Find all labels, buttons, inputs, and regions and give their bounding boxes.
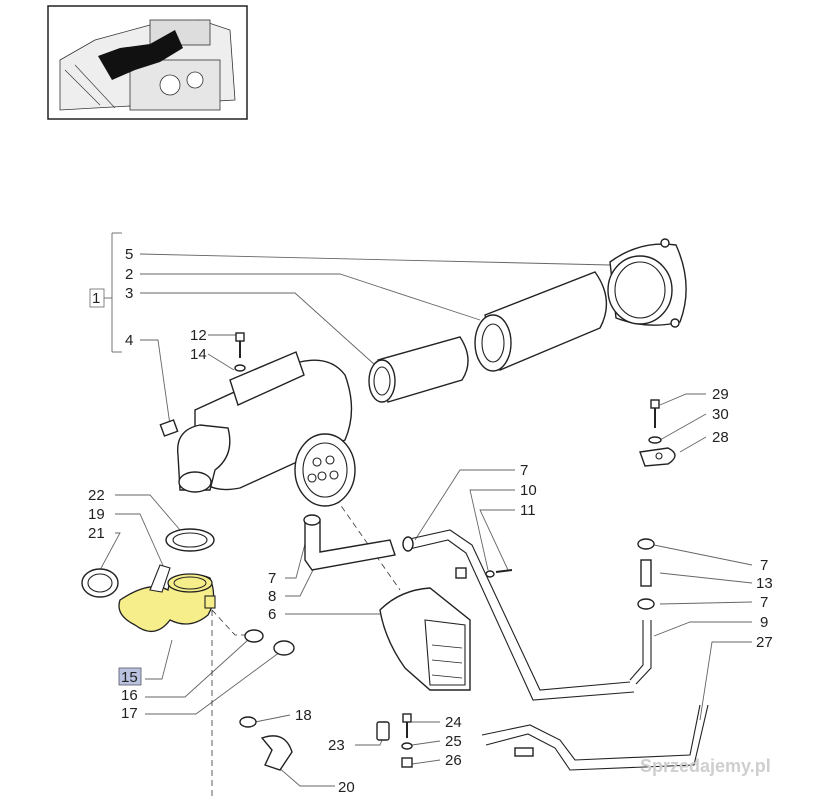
clamp-22 — [165, 528, 215, 552]
callout-27: 27 — [756, 634, 773, 651]
callout-7-c: 7 — [760, 557, 768, 574]
callout-20: 20 — [338, 779, 355, 796]
clamp-21 — [81, 568, 119, 598]
callout-5: 5 — [125, 246, 133, 263]
dust-duct — [379, 587, 471, 691]
leader-lines — [99, 253, 753, 787]
hose-8 — [303, 514, 396, 571]
callout-13: 13 — [756, 575, 773, 592]
callout-15: 15 — [121, 669, 138, 686]
outer-cap — [607, 238, 687, 328]
callout-4: 4 — [125, 332, 133, 349]
callout-16: 16 — [121, 687, 138, 704]
callout-12: 12 — [190, 327, 207, 344]
callout-18: 18 — [295, 707, 312, 724]
callout-19: 19 — [88, 506, 105, 523]
pipe-10 — [402, 529, 635, 701]
callout-30: 30 — [712, 406, 729, 423]
hose-20 — [239, 716, 293, 771]
callout-2: 2 — [125, 266, 133, 283]
clamp-16 — [244, 629, 264, 643]
safety-filter — [368, 336, 469, 403]
main-filter — [474, 271, 608, 372]
callout-25: 25 — [445, 733, 462, 750]
plug-17 — [273, 640, 295, 656]
callout-8: 8 — [268, 588, 276, 605]
callout-7-b: 7 — [268, 570, 276, 587]
group-bracket — [104, 232, 122, 353]
callout-17: 17 — [121, 705, 138, 722]
callout-23: 23 — [328, 737, 345, 754]
callout-1: 1 — [92, 290, 100, 307]
callout-6: 6 — [268, 606, 276, 623]
bracket-28 — [639, 399, 676, 467]
fasteners-23-26 — [376, 713, 413, 768]
engine-thumbnail — [47, 5, 248, 120]
callout-21: 21 — [88, 525, 105, 542]
elbow-15 — [118, 564, 216, 632]
bolt-washer-12-14 — [234, 332, 246, 372]
pipe-27 — [481, 704, 709, 771]
filter-housing — [159, 351, 356, 507]
callout-7-d: 7 — [760, 594, 768, 611]
callout-28: 28 — [712, 429, 729, 446]
callout-7-a: 7 — [520, 462, 528, 479]
callout-22: 22 — [88, 487, 105, 504]
bolt-11 — [485, 569, 513, 578]
watermark: Sprzedajemy.pl — [640, 756, 771, 776]
callout-3: 3 — [125, 285, 133, 302]
hose-13 — [637, 538, 655, 610]
callout-labels: 1 5 2 3 4 12 14 29 30 28 7 10 11 7 8 6 7… — [88, 246, 773, 796]
callout-29: 29 — [712, 386, 729, 403]
callout-14: 14 — [190, 346, 207, 363]
callout-24: 24 — [445, 714, 462, 731]
pipe-9 — [629, 620, 652, 685]
callout-10: 10 — [520, 482, 537, 499]
callout-11: 11 — [520, 502, 536, 519]
callout-9: 9 — [760, 614, 768, 631]
watermark-text: Sprzedajemy.pl — [640, 756, 771, 776]
centerlines — [211, 489, 401, 800]
callout-26: 26 — [445, 752, 462, 769]
